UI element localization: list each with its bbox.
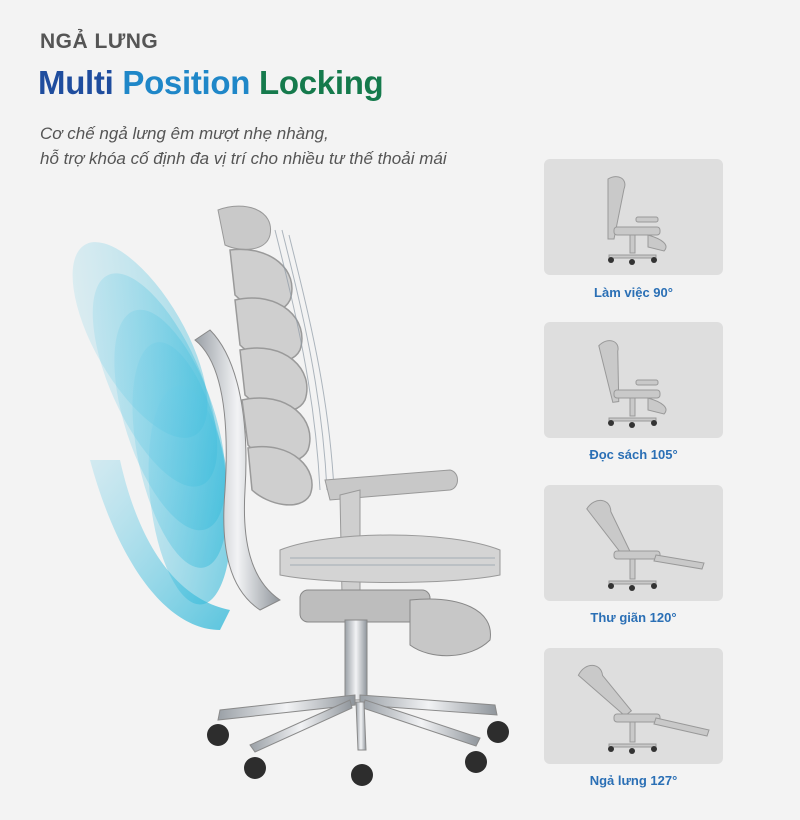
page-title: Multi Position Locking: [38, 64, 384, 102]
hero-chair-image: [30, 190, 540, 800]
title-word-position: Position: [122, 64, 251, 101]
position-thumbnail-3: [544, 485, 723, 601]
description-line-1: Cơ chế ngả lưng êm mượt nhẹ nhàng,: [40, 124, 329, 143]
star-base: [217, 694, 498, 753]
position-thumbnail-1: [544, 159, 723, 275]
chair-105-icon: [598, 340, 667, 428]
position-label-1: Làm việc 90°: [594, 285, 673, 300]
chair-120-icon: [586, 500, 705, 591]
position-label-4: Ngả lưng 127°: [589, 773, 678, 788]
chair-127-icon: [577, 664, 710, 754]
casters: [207, 721, 509, 786]
description-line-2: hỗ trợ khóa cố định đa vị trí cho nhiều …: [40, 149, 447, 168]
position-label-3: Thư giãn 120°: [590, 610, 677, 625]
reclining-chair-illustration: [72, 205, 509, 786]
title-word-locking: Locking: [259, 64, 384, 101]
position-thumbnail-2: [544, 322, 723, 438]
description: Cơ chế ngả lưng êm mượt nhẹ nhàng, hỗ tr…: [40, 121, 447, 171]
backrest-frame: [194, 329, 281, 611]
chair-90-icon: [607, 176, 667, 265]
seat: [279, 534, 501, 583]
position-thumbnail-4: [544, 648, 723, 764]
section-kicker: NGẢ LƯNG: [40, 30, 159, 53]
title-word-multi: Multi: [38, 64, 114, 101]
backrest-pads: [229, 248, 313, 506]
position-label-2: Đọc sách 105°: [589, 447, 678, 462]
motion-trail: [72, 242, 232, 630]
